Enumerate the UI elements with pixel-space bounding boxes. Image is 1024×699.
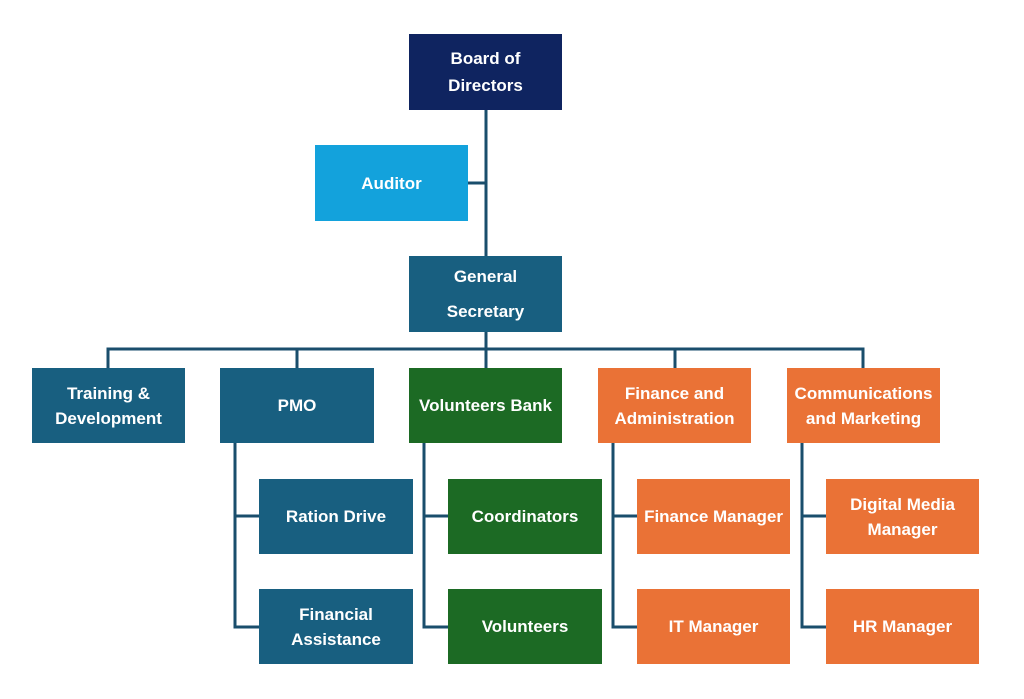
volunteers-bank-box: Volunteers Bank (409, 368, 562, 443)
volunteers-box: Volunteers (448, 589, 602, 664)
finance-manager-box: Finance Manager (637, 479, 790, 554)
financial-assistance-box: Financial Assistance (259, 589, 413, 664)
coordinators-box: Coordinators (448, 479, 602, 554)
communications-marketing-box: Communications and Marketing (787, 368, 940, 443)
training-development-box: Training & Development (32, 368, 185, 443)
it-manager-box: IT Manager (637, 589, 790, 664)
auditor-box: Auditor (315, 145, 468, 221)
hr-manager-box: HR Manager (826, 589, 979, 664)
general-secretary-box: General Secretary (409, 256, 562, 332)
board-of-directors-box: Board of Directors (409, 34, 562, 110)
pmo-box: PMO (220, 368, 374, 443)
digital-media-manager-box: Digital Media Manager (826, 479, 979, 554)
finance-administration-box: Finance and Administration (598, 368, 751, 443)
ration-drive-box: Ration Drive (259, 479, 413, 554)
